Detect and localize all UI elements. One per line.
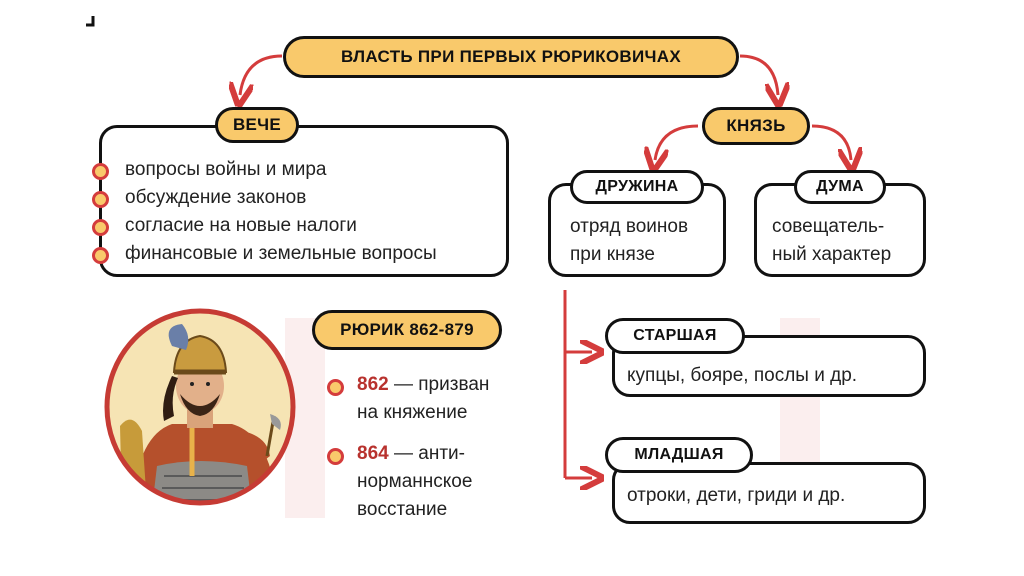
- duma-label: ДУМА: [794, 170, 886, 204]
- duma-line: совещатель-: [772, 216, 885, 237]
- starshaya-label: СТАРШАЯ: [605, 318, 745, 354]
- rurik-event-864-line3: восстание: [357, 499, 448, 520]
- veche-item: обсуждение законов: [125, 187, 307, 208]
- rurik-label: РЮРИК 862-879: [312, 310, 502, 350]
- corner-mark-icon: [86, 16, 95, 27]
- veche-item: согласие на новые налоги: [125, 215, 357, 236]
- bullet-icon: [327, 379, 344, 396]
- veche-label: ВЕЧЕ: [215, 107, 299, 143]
- bullet-icon: [92, 247, 109, 264]
- arrow-title-to-knyaz: [739, 54, 778, 95]
- veche-box: [99, 125, 509, 277]
- arrow-title-to-veche: [240, 54, 283, 95]
- duma-box: [754, 183, 926, 277]
- mladshaya-label: МЛАДШАЯ: [605, 437, 753, 473]
- event-text: — призван: [388, 374, 490, 395]
- arrow-knyaz-to-druzhina: [655, 124, 699, 160]
- portrait-icon: [104, 308, 296, 506]
- druzhina-line: отряд воинов: [570, 216, 689, 237]
- druzhina-line: при князе: [570, 244, 655, 265]
- starshaya-text: купцы, бояре, послы и др.: [627, 365, 858, 386]
- druzhina-label: ДРУЖИНА: [570, 170, 704, 204]
- rurik-event-864: 864 — анти-: [357, 440, 465, 468]
- knyaz-label: КНЯЗЬ: [702, 107, 810, 145]
- event-year: 862: [357, 374, 389, 395]
- event-year: 864: [357, 443, 389, 464]
- veche-item: вопросы войны и мира: [125, 159, 327, 180]
- duma-line: ный характер: [772, 244, 892, 265]
- event-text: — анти-: [388, 443, 465, 464]
- arrow-knyaz-to-duma: [811, 124, 851, 160]
- bullet-icon: [92, 219, 109, 236]
- page-title: ВЛАСТЬ ПРИ ПЕРВЫХ РЮРИКОВИЧАХ: [283, 36, 739, 78]
- rurik-event-864-line2: норманнское: [357, 471, 473, 492]
- rurik-event-862-line2: на княжение: [357, 402, 468, 423]
- bullet-icon: [92, 191, 109, 208]
- bullet-icon: [92, 163, 109, 180]
- veche-item: финансовые и земельные вопросы: [125, 243, 437, 264]
- mladshaya-text: отроки, дети, гриди и др.: [627, 485, 846, 506]
- bullet-icon: [327, 448, 344, 465]
- rurik-event-862: 862 — призван: [357, 371, 489, 399]
